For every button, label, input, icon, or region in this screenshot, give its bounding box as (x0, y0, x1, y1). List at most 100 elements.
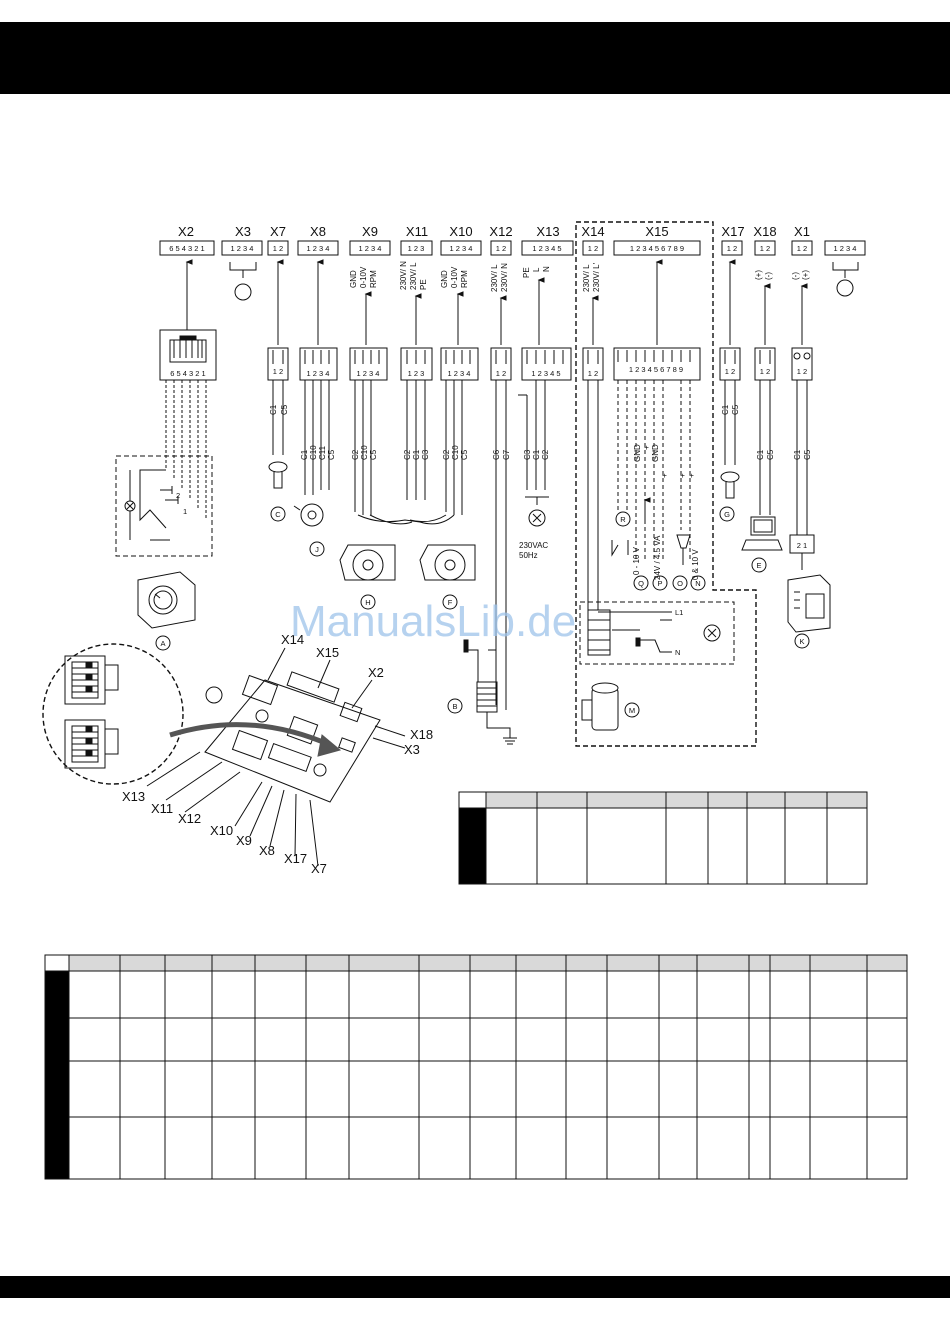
svg-text:0 - 10 V: 0 - 10 V (632, 546, 641, 575)
svg-text:C2: C2 (442, 449, 451, 460)
svg-text:X10: X10 (449, 224, 472, 239)
m-wiring-box (579, 601, 735, 665)
svg-text:6 5 4 3 2 1: 6 5 4 3 2 1 (169, 244, 204, 253)
svg-text:X17: X17 (721, 224, 744, 239)
svg-text:C1: C1 (412, 449, 421, 460)
svg-text:C1: C1 (793, 449, 802, 460)
svg-text:1 2: 1 2 (760, 367, 770, 376)
svg-text:C5: C5 (327, 449, 336, 460)
valve-actuator-m-icon: M (581, 682, 640, 731)
connector-x17: X17 1 2 (721, 224, 745, 256)
svg-text:G: G (724, 510, 730, 519)
svg-text:PE: PE (419, 279, 428, 290)
svg-text:6 5 4 3 2 1: 6 5 4 3 2 1 (170, 369, 205, 378)
svg-text:1 2 3 4: 1 2 3 4 (357, 369, 380, 378)
connector-x18: X18 1 2 (753, 224, 777, 256)
valve-m-schematic: L1 N (587, 608, 721, 657)
svg-text:R: R (620, 515, 626, 524)
svg-text:C7: C7 (502, 449, 511, 460)
svg-text:X14: X14 (581, 224, 604, 239)
svg-text:1 2: 1 2 (797, 367, 807, 376)
svg-text:+: + (687, 473, 696, 478)
connector-x13: X13 1 2 3 4 5 (521, 224, 574, 256)
sensor-c-icon: C (268, 461, 288, 522)
svg-text:RPM: RPM (460, 270, 469, 288)
svg-text:C10: C10 (309, 445, 318, 460)
top-header-bar (0, 22, 950, 94)
svg-text:M: M (629, 706, 635, 715)
svg-text:+: + (660, 473, 669, 478)
svg-text:C5: C5 (280, 404, 289, 415)
svg-text:X7: X7 (270, 224, 286, 239)
svg-text:A: A (160, 639, 165, 648)
svg-text:C2: C2 (541, 449, 550, 460)
svg-text:X9: X9 (362, 224, 378, 239)
svg-text:1 2: 1 2 (727, 244, 737, 253)
x15-accessories: R Q P O N (611, 511, 706, 591)
svg-text:PE: PE (522, 267, 531, 278)
svg-text:1 2: 1 2 (273, 244, 283, 253)
svg-text:C6: C6 (492, 449, 501, 460)
svg-text:X15: X15 (316, 645, 339, 660)
svg-text:L1: L1 (675, 608, 683, 617)
svg-text:+: + (642, 445, 651, 450)
svg-text:1: 1 (183, 507, 187, 516)
connector-x8: X8 1 2 3 4 (297, 224, 339, 256)
board-labels: X14 X15 X2 X18 X3 X13 X11 X12 X10 X9 X8 … (122, 632, 433, 876)
fan-f-icon: H (339, 514, 421, 610)
svg-text:L: L (532, 267, 541, 272)
connector-x11: X11 1 2 3 (400, 224, 433, 256)
svg-text:X18: X18 (410, 727, 433, 742)
svg-text:C5: C5 (766, 449, 775, 460)
svg-text:X12: X12 (178, 811, 201, 826)
svg-text:1 2: 1 2 (588, 244, 598, 253)
svg-text:C1: C1 (532, 449, 541, 460)
cable-labels: C1 C5 C1 C10 C11 C5 C2 C10 C5 C2 C1 C3 C… (269, 404, 812, 460)
svg-text:0-10V: 0-10V (359, 266, 368, 288)
svg-text:X12: X12 (489, 224, 512, 239)
svg-text:1 2 3 4 5 6 7 8 9: 1 2 3 4 5 6 7 8 9 (629, 365, 683, 374)
control-board-illustration (169, 671, 381, 803)
svg-text:1 2 3: 1 2 3 (408, 244, 425, 253)
svg-text:C2: C2 (351, 449, 360, 460)
connector-x10: X10 1 2 3 4 (440, 224, 482, 256)
svg-text:X14: X14 (281, 632, 304, 647)
svg-text:GND: GND (651, 444, 660, 462)
svg-text:1 2: 1 2 (797, 244, 807, 253)
svg-text:C3: C3 (421, 449, 430, 460)
connector-x14: X14 1 2 (581, 224, 605, 256)
svg-text:C10: C10 (451, 445, 460, 460)
svg-text:230V/ N: 230V/ N (500, 263, 509, 292)
connector-x9: X9 1 2 3 4 (349, 224, 391, 256)
svg-text:1 2 3 4: 1 2 3 4 (834, 244, 857, 253)
connector-x7: X7 1 2 (267, 224, 289, 256)
x14-x15-group (575, 221, 757, 747)
svg-text:C10: C10 (360, 445, 369, 460)
svg-text:C1: C1 (756, 449, 765, 460)
svg-text:C1: C1 (300, 449, 309, 460)
svg-text:230V/ L: 230V/ L (409, 262, 418, 290)
svg-text:X2: X2 (178, 224, 194, 239)
svg-text:E: E (756, 561, 761, 570)
svg-text:+: + (678, 473, 687, 478)
svg-text:X2: X2 (368, 665, 384, 680)
svg-text:1 2: 1 2 (760, 244, 770, 253)
svg-text:X18: X18 (753, 224, 776, 239)
svg-text:0 & 10 V: 0 & 10 V (691, 549, 700, 580)
svg-text:N: N (695, 579, 700, 588)
svg-text:GND: GND (349, 270, 358, 288)
svg-text:X15: X15 (645, 224, 668, 239)
svg-text:24V / 4.5 VA: 24V / 4.5 VA (653, 535, 662, 580)
svg-text:O: O (677, 579, 683, 588)
svg-text:1 2 3 4: 1 2 3 4 (448, 369, 471, 378)
connector-x3: X3 1 2 3 4 (221, 224, 263, 256)
svg-text:H: H (365, 598, 370, 607)
svg-text:230V/ L: 230V/ L (582, 264, 591, 292)
transformer-b-icon: B (447, 639, 517, 745)
svg-text:2 1: 2 1 (797, 541, 807, 550)
svg-text:(-): (-) (764, 272, 773, 280)
svg-text:1 2 3 4: 1 2 3 4 (231, 244, 254, 253)
svg-text:P: P (657, 579, 662, 588)
svg-text:(+): (+) (754, 270, 763, 280)
svg-text:X1: X1 (794, 224, 810, 239)
